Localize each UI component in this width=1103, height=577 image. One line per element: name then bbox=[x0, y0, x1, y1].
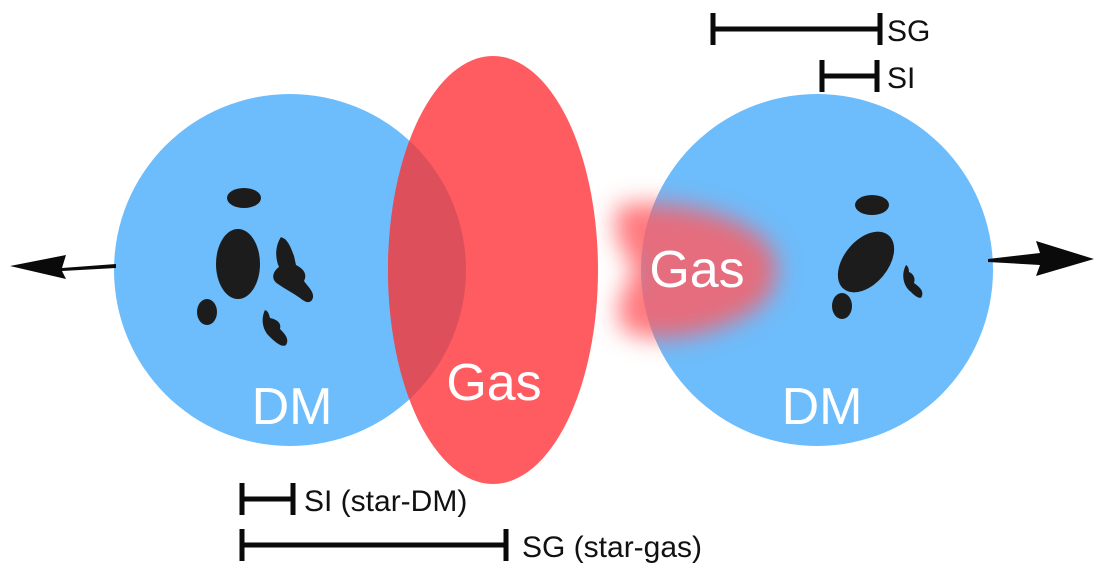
right-gas-bullet bbox=[615, 203, 777, 339]
galaxy-blob bbox=[197, 299, 217, 325]
top-si-label: SI bbox=[887, 62, 915, 95]
sg-star-gas-label: SG (star-gas) bbox=[522, 531, 702, 564]
top-offset-scale: SG SI bbox=[710, 13, 930, 95]
irregular-galaxy bbox=[273, 237, 314, 303]
right-dm-halo bbox=[641, 94, 993, 446]
right-dm-label: DM bbox=[782, 378, 863, 436]
left-gas-label: Gas bbox=[446, 354, 541, 412]
si-star-dm-scale-bar bbox=[239, 483, 296, 515]
right-cluster: Gas DM bbox=[615, 94, 993, 446]
left-cluster: DM bbox=[114, 94, 466, 446]
right-gas-label: Gas bbox=[649, 241, 744, 299]
galaxy-blob bbox=[837, 231, 895, 293]
galaxy-blob bbox=[227, 188, 261, 208]
left-gas-ellipse bbox=[388, 56, 598, 484]
galaxy-blob bbox=[216, 229, 260, 299]
right-gas-cloud: Gas bbox=[615, 203, 777, 339]
irregular-galaxy bbox=[903, 265, 923, 298]
sg-scale-bar bbox=[710, 13, 883, 45]
galaxy-blob bbox=[855, 195, 889, 215]
top-sg-label: SG bbox=[887, 15, 930, 48]
si-scale-bar bbox=[819, 60, 880, 92]
arrow-left-icon bbox=[10, 255, 116, 279]
right-galaxies bbox=[832, 195, 923, 319]
irregular-galaxy bbox=[262, 310, 288, 346]
si-star-dm-label: SI (star-DM) bbox=[304, 485, 467, 518]
galaxy-blob bbox=[832, 293, 852, 319]
arrow-right-icon bbox=[988, 241, 1094, 276]
sg-star-gas-scale-bar bbox=[239, 529, 509, 561]
bottom-offset-scale: SI (star-DM) SG (star-gas) bbox=[239, 483, 702, 564]
left-galaxies bbox=[197, 188, 314, 346]
left-gas-cloud: Gas bbox=[388, 56, 598, 484]
left-dm-label: DM bbox=[252, 378, 333, 436]
